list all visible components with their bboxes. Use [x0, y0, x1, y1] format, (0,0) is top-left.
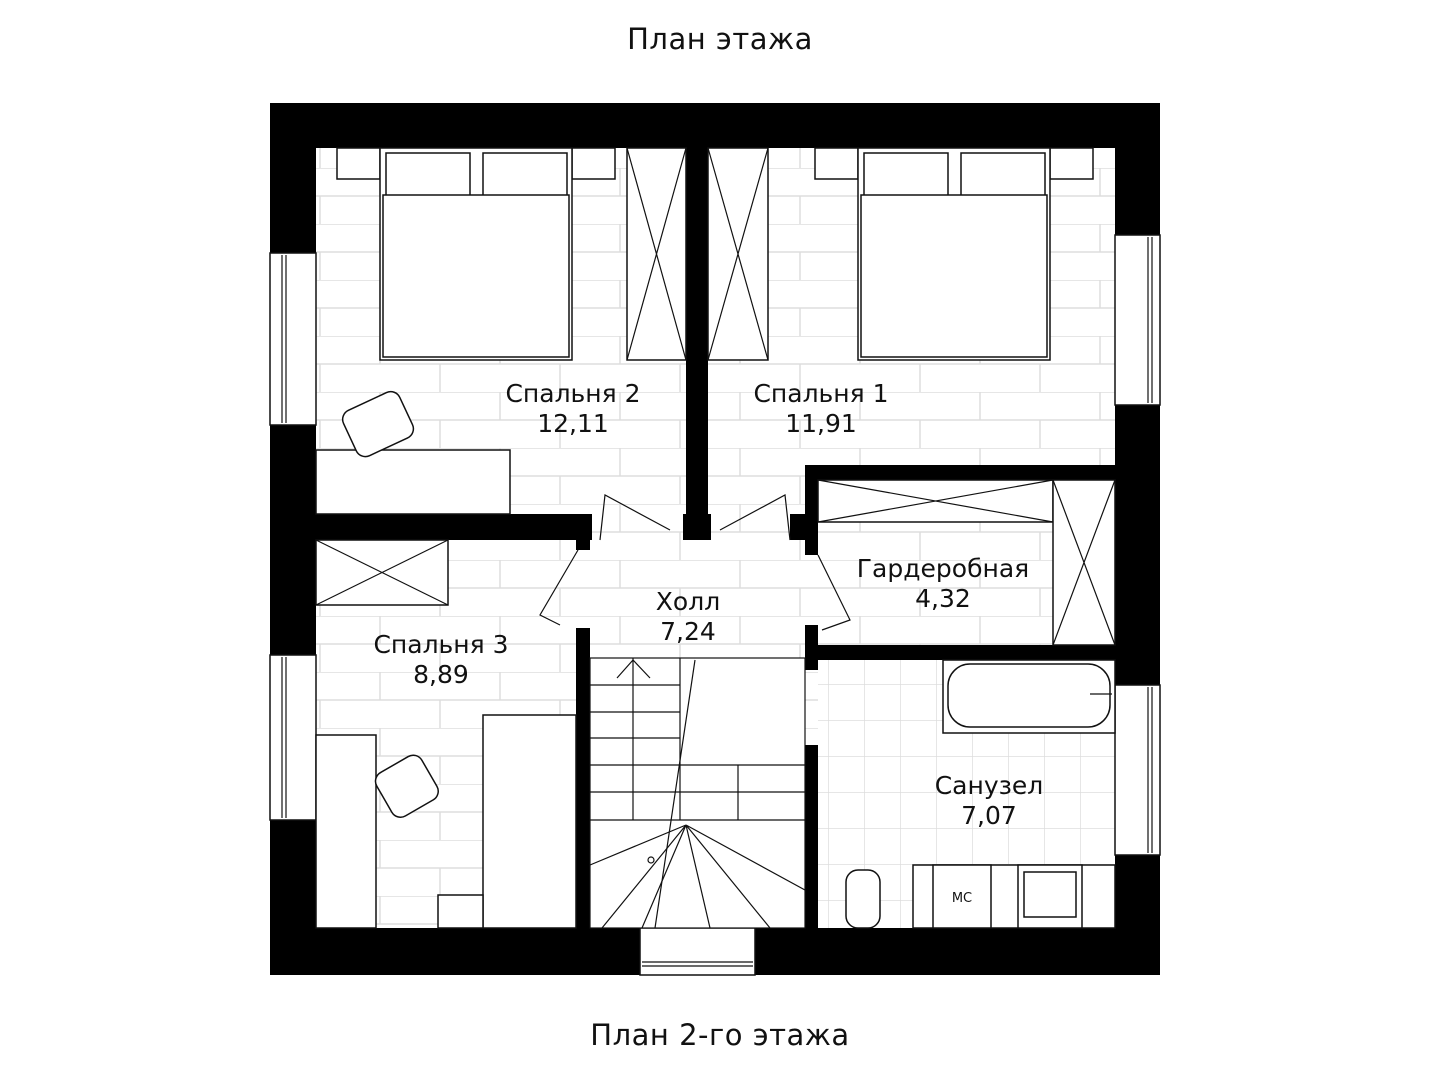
svg-text:12,11: 12,11 [537, 409, 609, 438]
windows [269, 234, 1161, 976]
walls [270, 103, 1160, 975]
plan-caption: План 2-го этажа [590, 1018, 850, 1052]
washing-machine [932, 864, 992, 929]
bathtub-icon [942, 659, 1116, 734]
room-label-bedroom-3: Спальня 38,89 [373, 630, 508, 689]
bed-bedroom-1 [814, 147, 1094, 361]
bed-bedroom-3 [482, 714, 577, 929]
svg-text:7,07: 7,07 [961, 801, 1017, 830]
svg-text:11,91: 11,91 [785, 409, 857, 438]
svg-text:Спальня 3: Спальня 3 [373, 630, 508, 659]
room-label-bedroom-1: Спальня 111,91 [753, 379, 888, 438]
closet-shelves [817, 479, 1116, 646]
wardrobe-bedroom-2 [626, 147, 687, 361]
staircase [589, 657, 806, 929]
svg-text:Санузел: Санузел [935, 771, 1044, 800]
svg-text:Гардеробная: Гардеробная [857, 554, 1029, 583]
svg-text:8,89: 8,89 [413, 660, 469, 689]
svg-text:4,32: 4,32 [915, 584, 971, 613]
svg-text:Холл: Холл [656, 587, 720, 616]
svg-text:7,24: 7,24 [660, 617, 716, 646]
desk-bedroom-3 [315, 734, 377, 929]
room-label-bedroom-2: Спальня 212,11 [505, 379, 640, 438]
svg-text:Спальня 1: Спальня 1 [753, 379, 888, 408]
bed-bedroom-2 [336, 147, 616, 361]
washer-label: МС [952, 891, 972, 906]
page-title: План этажа [627, 22, 813, 56]
wardrobe-bedroom-1 [707, 147, 769, 361]
chair-icon [341, 390, 415, 458]
toilet-icon [845, 869, 881, 929]
chair-icon [374, 754, 439, 818]
desk-bedroom-2 [315, 449, 511, 515]
svg-text:Спальня 2: Спальня 2 [505, 379, 640, 408]
